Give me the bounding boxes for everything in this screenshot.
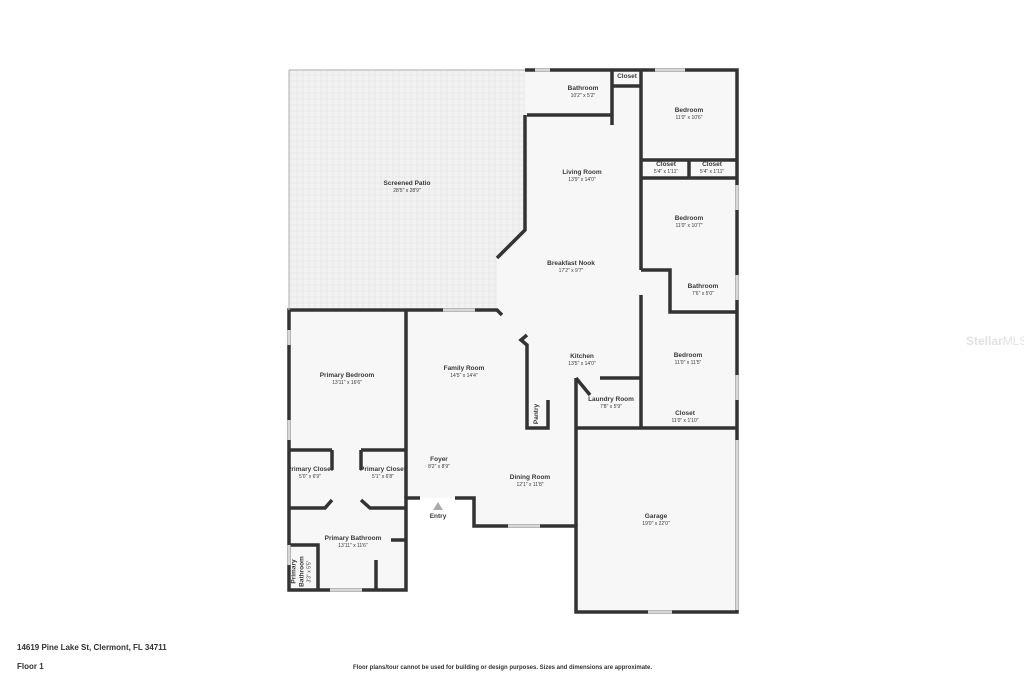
windows (287, 68, 739, 614)
interior-floor (289, 70, 737, 612)
disclaimer: Floor plans/tour cannot be used for buil… (353, 665, 653, 671)
floor-label: Floor 1 (17, 662, 44, 671)
watermark-logo: StellarMLS (966, 334, 1024, 348)
room-closet: Closet (617, 73, 637, 80)
entry-label: Entry (429, 513, 447, 520)
room-pantry: Pantry (533, 403, 540, 425)
property-address: 14619 Pine Lake St, Clermont, FL 34711 (17, 643, 167, 652)
entry-arrow-icon (433, 502, 443, 510)
interior-walls (289, 70, 737, 590)
patio-floor (289, 70, 525, 308)
patio-frame (288, 69, 525, 310)
